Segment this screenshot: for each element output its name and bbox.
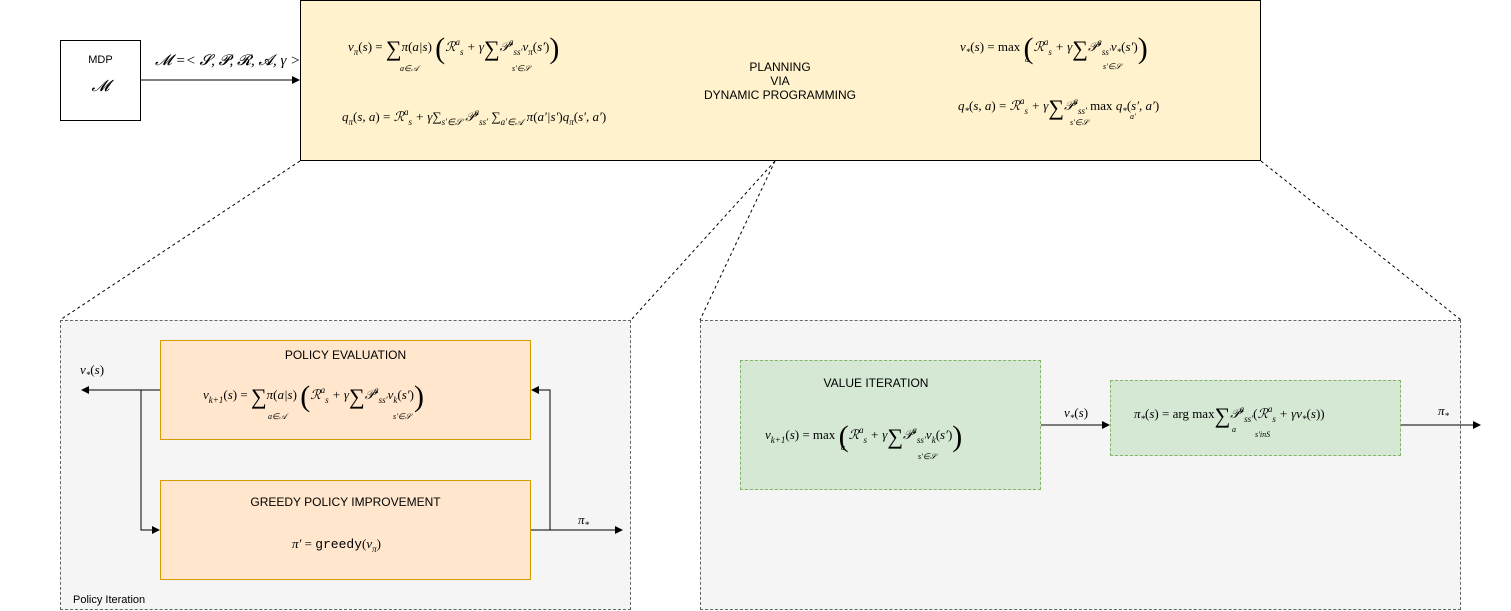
pi-output-value-label: v*(s) (80, 362, 105, 380)
planning-line-1: PLANNING (749, 60, 811, 74)
mdp-tuple: 𝓜 =< 𝓢, 𝓟, 𝓡, 𝓐, γ > (155, 53, 301, 69)
eval-to-improve-arrow (140, 390, 160, 534)
policy-evaluation-equation: vk+1(s) = ∑π(a|s) (ℛas + γ∑𝒫ass′vk(s′)) (203, 380, 424, 413)
sum-under-s: s′∈𝒮 (512, 64, 531, 73)
zoom-line-vi-right (1260, 160, 1462, 321)
sum-under-s-q: s′∈𝒮 (1070, 118, 1089, 127)
pi-output-policy-label: π* (578, 512, 590, 530)
eval-sum-under-s: s′∈𝒮 (393, 412, 412, 421)
vi-max-under-a: a (841, 443, 845, 452)
planning-line-3: DYNAMIC PROGRAMMING (703, 88, 856, 102)
pe-sum-under-s: s′inS (1255, 430, 1271, 439)
greedy-improvement-box[interactable] (160, 480, 531, 580)
policy-evaluation-title: POLICY EVALUATION (284, 348, 407, 362)
value-iteration-title: VALUE ITERATION (823, 376, 929, 390)
planning-box[interactable] (300, 0, 1261, 161)
planning-line-2: VIA (770, 74, 790, 88)
vi-value-label: v*(s) (1064, 405, 1089, 423)
max-under-a: a (1025, 55, 1029, 64)
policy-evaluation-box[interactable] (160, 340, 531, 440)
vi-sum-under-s: s′∈𝒮 (918, 452, 937, 461)
bellman-optimality-v: v*(s) = max (ℛas + γ∑𝒫ass′v*(s′)) (960, 32, 1148, 65)
value-iteration-equation: vk+1(s) = max (ℛas + γ∑𝒫ass′vk(s′)) (765, 420, 963, 453)
policy-extraction-box[interactable] (1110, 380, 1401, 456)
max-under-a-prime: a′ (1130, 112, 1136, 121)
vi-policy-label: π* (1438, 403, 1450, 421)
mdp-box[interactable] (60, 40, 141, 121)
bellman-expectation-q: qπ(s, a) = ℛas + γ∑s′∈𝒮 𝒫ass′ ∑a′∈𝒜 π(a′… (342, 107, 607, 127)
value-iteration-box[interactable] (740, 360, 1041, 490)
sum-under-a: a∈𝒜 (400, 64, 419, 73)
mdp-symbol: 𝓜 (91, 78, 110, 95)
sum-under-s-opt: s′∈𝒮 (1103, 62, 1122, 71)
improve-to-eval-arrow (531, 386, 551, 530)
greedy-improvement-title: GREEDY POLICY IMPROVEMENT (250, 495, 441, 509)
zoom-line-pi-left (59, 160, 301, 321)
zoom-line-pi-right (630, 160, 776, 321)
mdp-title: MDP (88, 54, 113, 66)
bellman-optimality-q: q*(s, a) = ℛas + γ∑𝒫ass′ max q*(s′, a′) (958, 95, 1160, 120)
eval-sum-under-a: a∈𝒜 (268, 412, 287, 421)
policy-iteration-caption: Policy Iteration (73, 594, 146, 606)
pe-max-under-a: a (1232, 425, 1236, 434)
greedy-equation: π′ = greedy(vπ) (292, 536, 381, 554)
zoom-line-vi-left (699, 160, 776, 321)
policy-extraction-equation: π*(s) = arg max∑𝒫ass′(ℛas + γv*(s)) (1134, 403, 1325, 428)
bellman-expectation-v: vπ(s) = ∑π(a|s) (ℛas + γ∑𝒫ass′vπ(s′)) (348, 32, 560, 65)
